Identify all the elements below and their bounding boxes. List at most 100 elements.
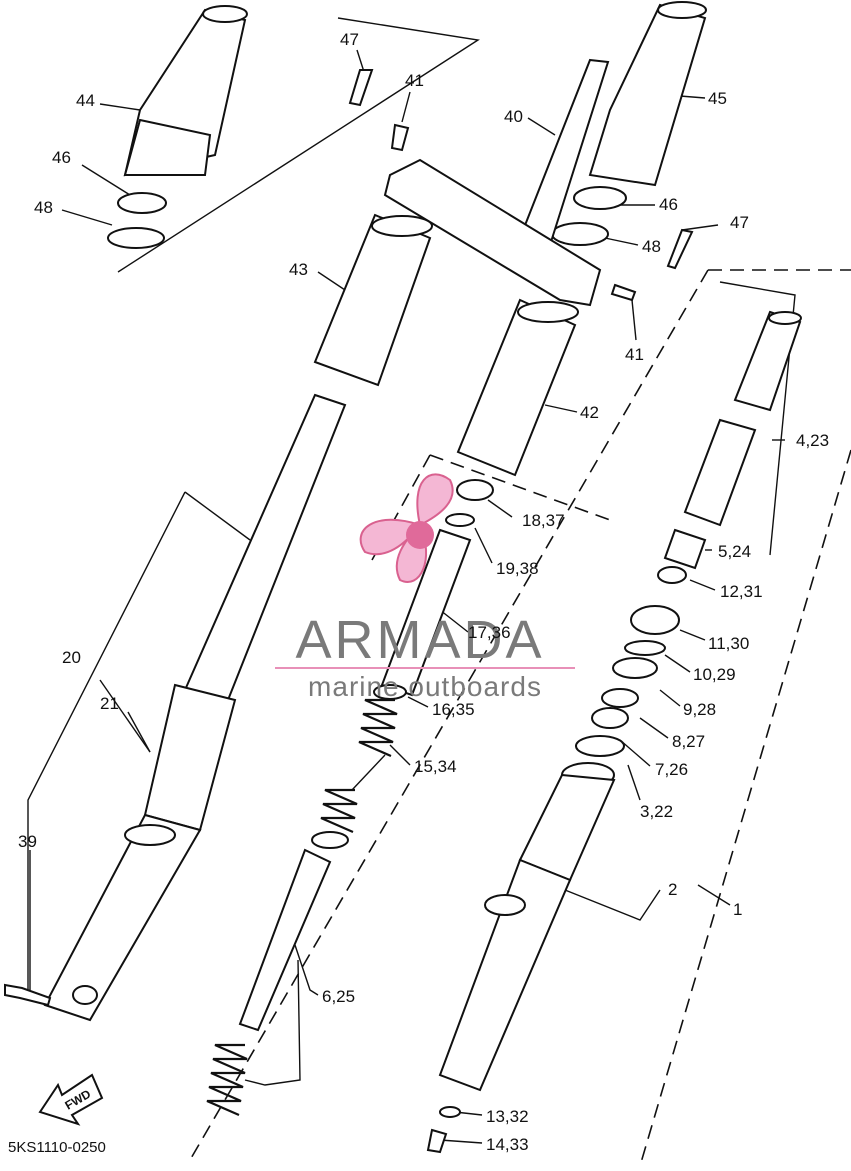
propeller-logo-icon — [359, 473, 454, 583]
label-3-22: 3,22 — [640, 802, 673, 821]
label-11-30: 11,30 — [708, 634, 749, 653]
leader-44 — [99, 103, 141, 111]
label-13-32: 13,32 — [486, 1107, 529, 1126]
part-9-28-dust-seal — [612, 657, 658, 679]
leader-8-27 — [639, 717, 669, 739]
outline-assembly-right — [639, 449, 851, 1167]
leader-41b — [631, 299, 637, 341]
part-44-left-cover — [123, 5, 248, 177]
part-18-37-cap-bolt — [456, 479, 494, 501]
leader-18-37 — [487, 499, 513, 518]
outline-cap-group — [429, 454, 611, 521]
part-40-steering-stem — [518, 58, 610, 247]
part-43-tube-cover — [313, 213, 433, 387]
leader-12-31 — [689, 579, 716, 591]
label-40: 40 — [504, 107, 523, 126]
leader-1 — [697, 884, 731, 906]
label-16-35: 16,35 — [432, 700, 475, 719]
part-13-32-washer — [439, 1106, 461, 1118]
part-4-23-inner-tube — [683, 310, 802, 527]
part-46-right-nut — [573, 186, 627, 210]
label-44: 44 — [76, 91, 95, 110]
label-20: 20 — [62, 648, 81, 667]
bracket-inner-tube — [719, 281, 796, 556]
part-6-25-rebound-spring — [206, 1043, 248, 1117]
armada-watermark: ARMADA marine outboards — [275, 473, 575, 702]
part-39-bolt — [4, 983, 52, 1007]
part-labels: 44 46 48 47 41 40 45 46 47 48 43 41 42 4… — [18, 30, 829, 1154]
bracket-top-cover — [117, 17, 480, 273]
leader-10-29 — [664, 654, 691, 673]
fwd-arrow-icon: FWD — [38, 1073, 104, 1126]
part-11-30-oil-seal — [630, 605, 680, 635]
watermark-brand: ARMADA — [295, 610, 544, 670]
leader-2 — [564, 889, 661, 921]
label-19-38: 19,38 — [496, 559, 539, 578]
part-crown-bracket — [383, 158, 602, 307]
label-10-29: 10,29 — [693, 665, 736, 684]
part-15-34-spring-bottom — [320, 788, 358, 834]
leader-41a — [401, 91, 411, 123]
leader-20 — [99, 679, 151, 753]
label-9-28: 9,28 — [683, 700, 716, 719]
leader-40 — [527, 117, 556, 136]
leader-7-26 — [619, 739, 651, 767]
leader-6-25 — [294, 944, 319, 996]
label-18-37: 18,37 — [522, 511, 565, 530]
label-5-24: 5,24 — [718, 542, 751, 561]
label-4-23: 4,23 — [796, 431, 829, 450]
leader-3-22 — [627, 764, 641, 801]
watermark-tagline: marine outboards — [308, 671, 542, 702]
label-41: 41 — [405, 71, 424, 90]
leader-19-38 — [474, 527, 493, 564]
leader-15-34 — [389, 744, 411, 766]
label-43: 43 — [289, 260, 308, 279]
label-15-34: 15,34 — [414, 757, 457, 776]
label-48-right: 48 — [642, 237, 661, 256]
leader-9-28 — [659, 689, 681, 707]
label-46-right: 46 — [659, 195, 678, 214]
leader-11-30 — [679, 629, 706, 641]
part-19-38-o-ring — [445, 513, 475, 527]
leader-47b — [681, 224, 719, 231]
parts — [4, 1, 802, 1154]
leader-46a — [81, 164, 131, 196]
part-47-bolt-top — [348, 69, 374, 107]
label-42: 42 — [580, 403, 599, 422]
label-21: 21 — [100, 694, 119, 713]
part-6-25-damper-rod — [238, 848, 332, 1032]
leader-45 — [679, 95, 706, 99]
label-17-36: 17,36 — [468, 623, 511, 642]
leader-48b — [604, 237, 639, 246]
part-3-22-seal — [575, 735, 625, 757]
label-47-right: 47 — [730, 213, 749, 232]
leader-43 — [317, 271, 346, 291]
part-12-31-bushing — [657, 566, 687, 584]
part-5-24-bushing — [663, 528, 707, 570]
bracket-outer-tube — [184, 491, 251, 541]
label-47: 47 — [340, 30, 359, 49]
label-6-25: 6,25 — [322, 987, 355, 1006]
label-8-27: 8,27 — [672, 732, 705, 751]
leader-16-35 — [407, 696, 429, 708]
part-14-33-bolt — [426, 1128, 448, 1154]
label-46: 46 — [52, 148, 71, 167]
part-7-26-ring — [591, 707, 629, 729]
label-39: 39 — [18, 832, 37, 851]
label-2: 2 — [668, 880, 677, 899]
leader-lines — [27, 17, 796, 1144]
leader-21 — [127, 711, 151, 753]
diagram-code: 5KS1110-0250 — [8, 1139, 106, 1156]
label-41-right: 41 — [625, 345, 644, 364]
part-47-bolt-right — [666, 228, 694, 270]
part-46-left-nut — [117, 192, 167, 214]
leader-17-36 — [439, 609, 469, 633]
outline-assembly-left — [189, 269, 709, 1161]
label-14-33: 14,33 — [486, 1135, 529, 1154]
label-1: 1 — [733, 900, 742, 919]
label-48: 48 — [34, 198, 53, 217]
part-41-bolt-top — [390, 123, 410, 152]
label-45: 45 — [708, 89, 727, 108]
label-7-26: 7,26 — [655, 760, 688, 779]
